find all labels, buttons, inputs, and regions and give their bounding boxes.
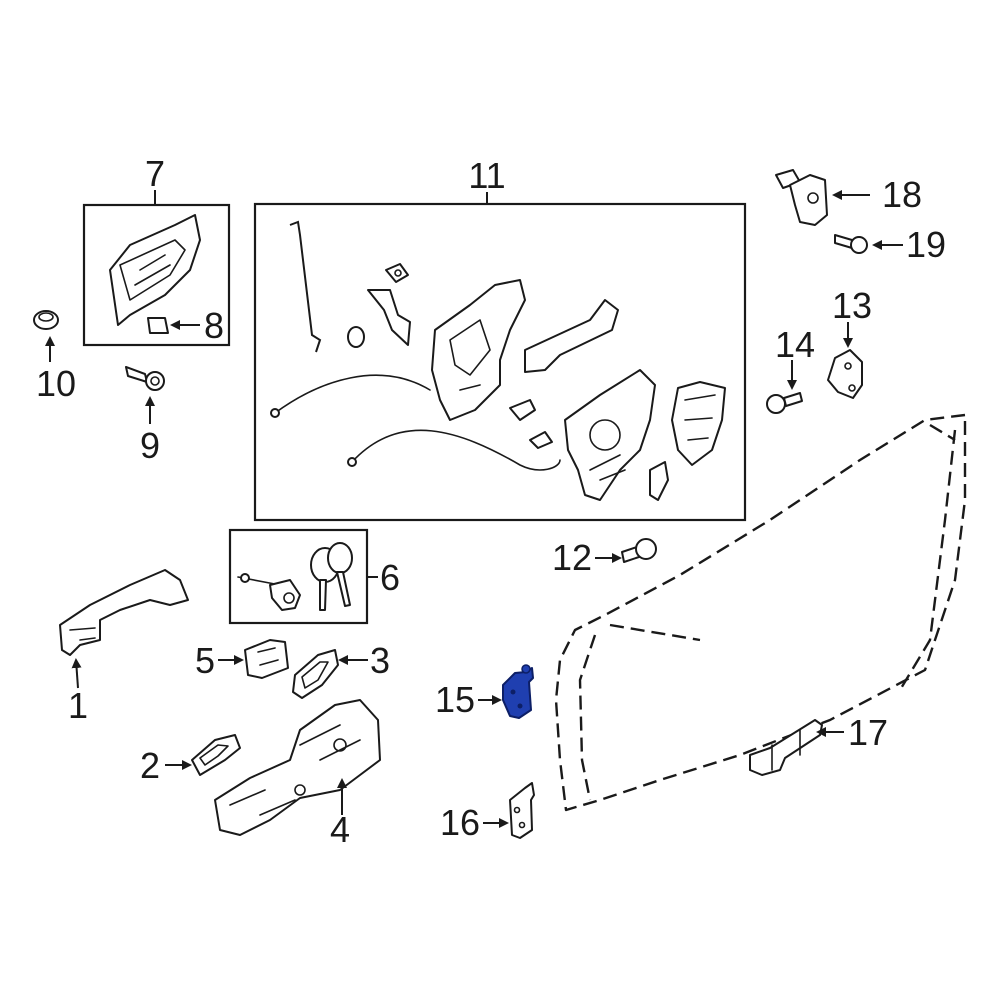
part-11-box (253, 202, 747, 522)
gasket-part-2 (191, 734, 241, 776)
callout-8: 8 (204, 305, 224, 346)
callout-18: 18 (882, 174, 922, 215)
bolt-part-14 (766, 392, 803, 414)
callout-11: 11 (468, 155, 505, 196)
gasket-part-3 (292, 649, 339, 699)
outer-handle-part-1 (59, 569, 189, 656)
callout-17: 17 (848, 712, 888, 753)
callout-10: 10 (36, 363, 76, 404)
check-strap-part-17 (749, 719, 823, 776)
callout-1: 1 (68, 685, 88, 726)
door-lock-assembly-part-11 (270, 220, 726, 501)
handle-bracket-part-4 (214, 699, 381, 836)
cover-part-5 (244, 639, 289, 679)
callout-3: 3 (370, 640, 390, 681)
arrow-1 (71, 658, 82, 689)
interior-handle-part-7 (109, 214, 201, 326)
part-6-box (228, 528, 369, 625)
callout-15: 15 (435, 679, 475, 720)
callout-9: 9 (140, 425, 160, 466)
callout-16: 16 (440, 802, 480, 843)
callout-6: 6 (380, 557, 400, 598)
bumper-part-18 (775, 169, 828, 226)
callout-14: 14 (775, 324, 815, 365)
screw-part-9 (125, 366, 165, 391)
bolt-part-12 (621, 538, 657, 563)
callout-13: 13 (832, 285, 872, 326)
hinge-part-16 (509, 782, 535, 839)
bolt-part-19 (834, 234, 868, 254)
hinge-part-15-highlighted (502, 664, 534, 719)
clip-part-8 (147, 317, 169, 334)
callout-5: 5 (195, 640, 215, 681)
callout-2: 2 (140, 745, 160, 786)
door-outline (554, 413, 967, 812)
callout-7: 7 (145, 153, 165, 194)
striker-part-13 (827, 349, 863, 399)
callout-19: 19 (906, 224, 946, 265)
nut-part-10 (33, 310, 59, 330)
callout-12: 12 (552, 537, 592, 578)
callout-4: 4 (330, 809, 350, 850)
part-7-box (82, 203, 231, 347)
lock-cylinder-keys-part-6 (237, 542, 353, 611)
